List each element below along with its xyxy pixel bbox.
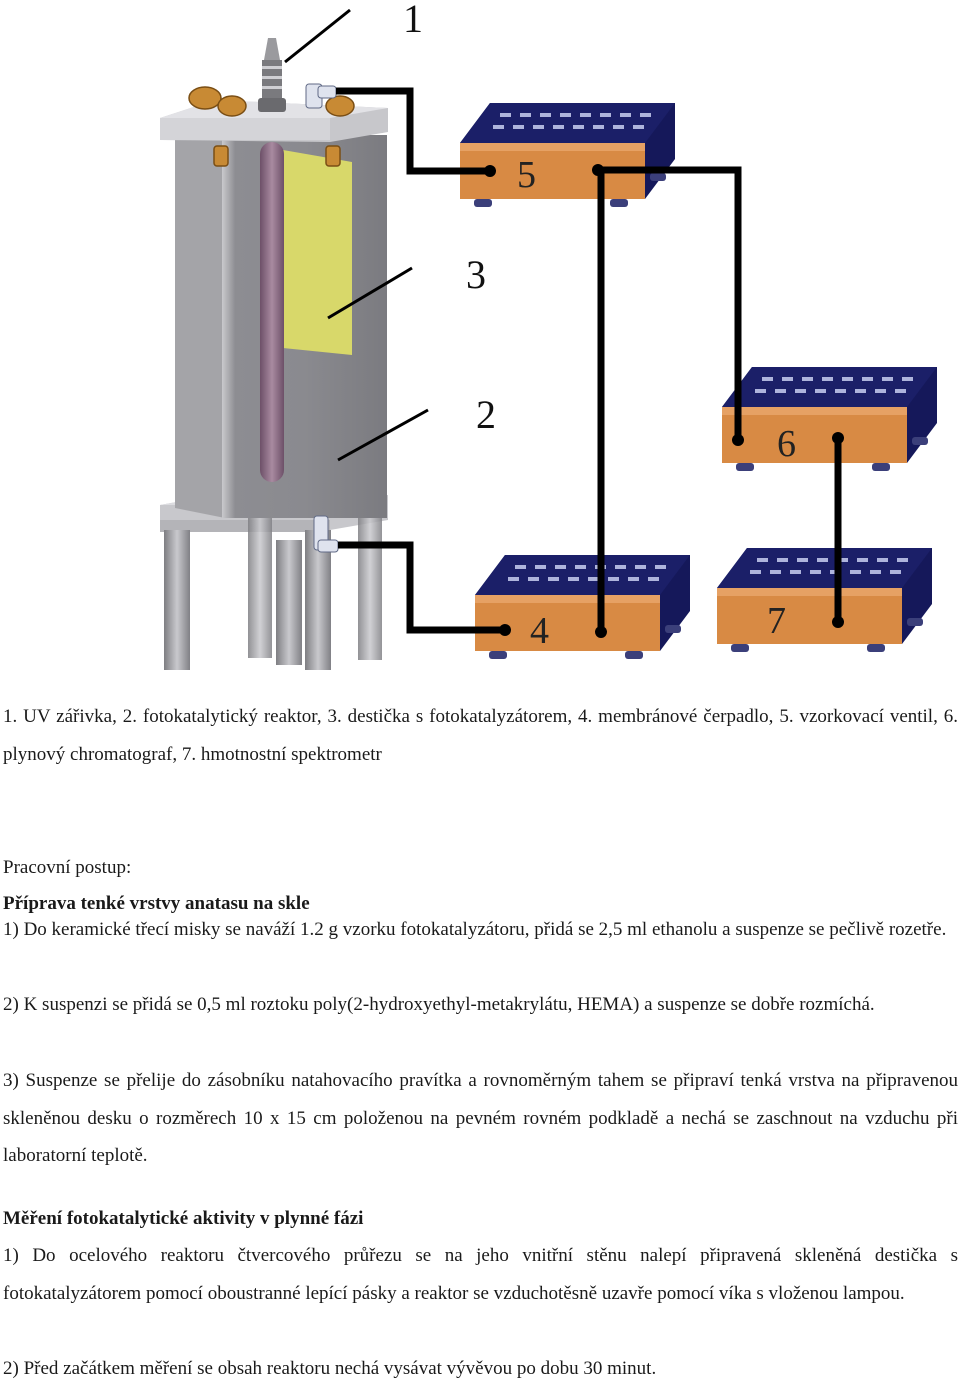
device-4-membrane-pump bbox=[475, 555, 690, 659]
step-1-1: 1) Do keramické třecí misky se naváží 1.… bbox=[3, 919, 947, 940]
lid-clamps bbox=[188, 86, 355, 167]
device-5-sampling-valve bbox=[460, 103, 675, 207]
callout-7: 7 bbox=[767, 600, 786, 642]
procedure-label: Pracovní postup: bbox=[3, 857, 132, 878]
callout-6: 6 bbox=[777, 423, 796, 465]
reactor-stand bbox=[160, 495, 388, 670]
section-heading-photocatalytic-activity: Měření fotokatalytické aktivity v plynné… bbox=[3, 1208, 364, 1229]
callout-lines bbox=[284, 8, 429, 462]
callout-2: 2 bbox=[476, 392, 496, 437]
callout-3: 3 bbox=[466, 252, 486, 297]
apparatus-diagram: 1 2 3 4 5 6 7 bbox=[160, 0, 937, 670]
figure-caption: 1. UV zářivka, 2. fotokatalytický reakto… bbox=[3, 706, 958, 765]
step-2-1: 1) Do ocelového reaktoru čtvercového prů… bbox=[3, 1245, 958, 1304]
device-7-mass-spectrometer bbox=[717, 548, 932, 652]
section-heading-thin-layer: Příprava tenké vrstvy anatasu na skle bbox=[3, 893, 310, 914]
callout-1: 1 bbox=[403, 0, 423, 41]
step-2-2: 2) Před začátkem měření se obsah reaktor… bbox=[3, 1358, 657, 1379]
photocatalyst-plate bbox=[283, 150, 352, 355]
device-6-gas-chromatograph bbox=[722, 367, 937, 471]
gas-fittings bbox=[305, 83, 339, 553]
callout-5: 5 bbox=[517, 154, 536, 196]
tubing bbox=[336, 87, 842, 634]
uv-lamp bbox=[258, 38, 286, 482]
tubing-connectors bbox=[484, 164, 844, 638]
step-1-3: 3) Suspenze se přelije do zásobníku nata… bbox=[3, 1070, 958, 1166]
step-1-2: 2) K suspenzi se přidá se 0,5 ml roztoku… bbox=[3, 994, 875, 1015]
callout-4: 4 bbox=[530, 610, 549, 652]
